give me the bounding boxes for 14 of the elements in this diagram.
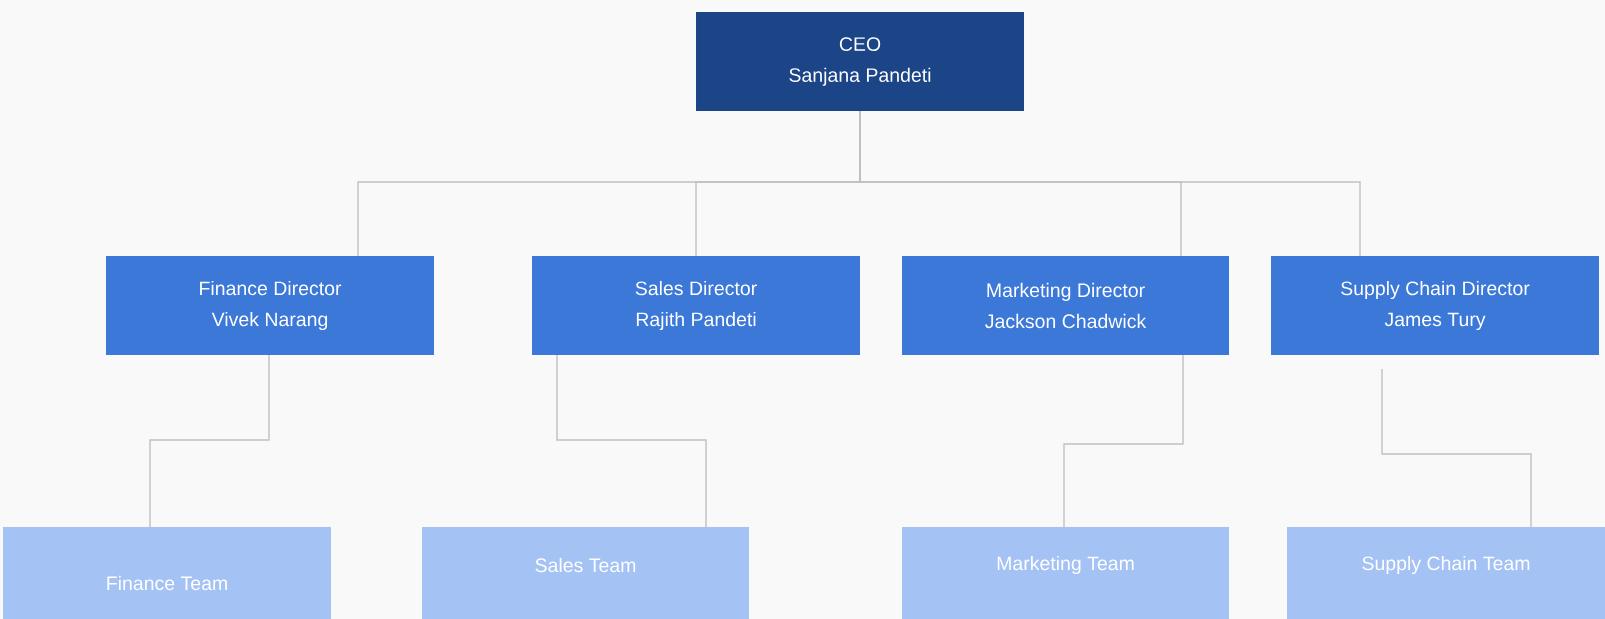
team-box: Supply Chain Team [1287,527,1605,619]
connector-line [556,354,707,528]
connector-line [859,110,1361,257]
connector-line [149,354,270,528]
director-box: Marketing Director Jackson Chadwick [902,256,1229,355]
connector-line [1063,354,1184,528]
team-box: Marketing Team [902,527,1229,619]
connector-line [1381,368,1532,528]
ceo-box: CEO Sanjana Pandeti [696,12,1024,111]
director-box: Supply Chain Director James Tury [1271,256,1599,355]
director-box: Sales Director Rajith Pandeti [532,256,860,355]
team-box: Finance Team [3,527,331,619]
team-box: Sales Team [422,527,749,619]
director-box: Finance Director Vivek Narang [106,256,434,355]
